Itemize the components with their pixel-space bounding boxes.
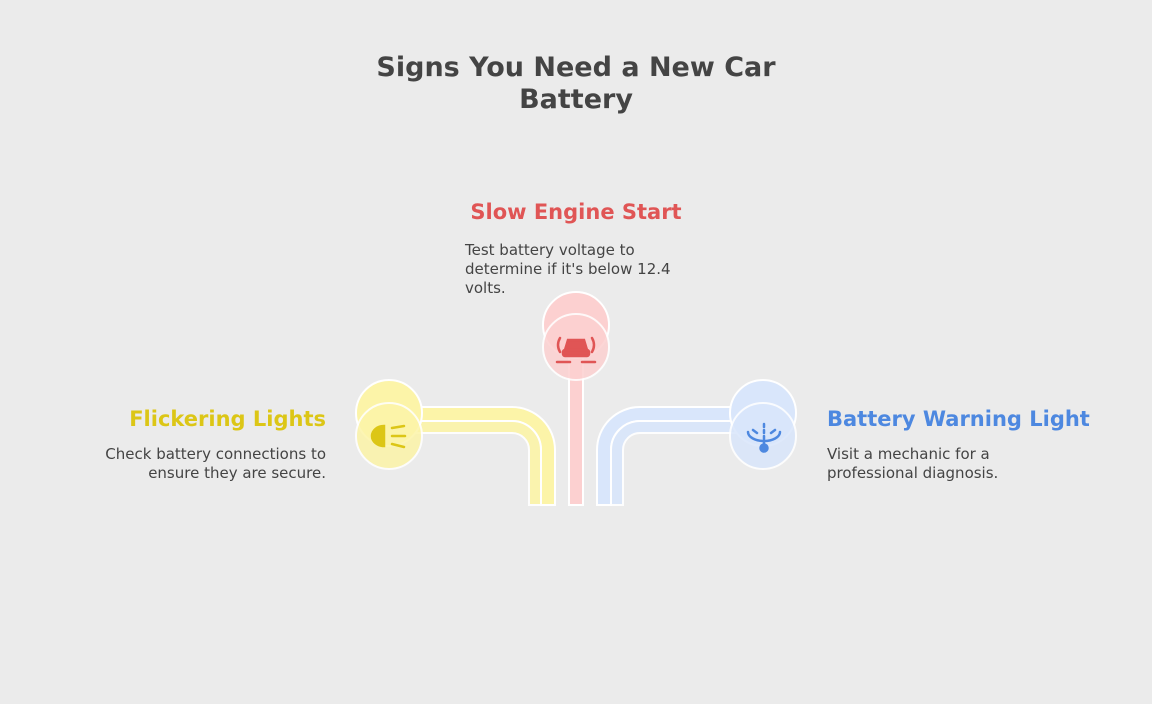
slow-node — [542, 291, 610, 381]
flickering-lights-heading: Flickering Lights — [129, 407, 326, 431]
battery-warning-description: Visit a mechanic for a professional diag… — [827, 445, 999, 482]
slow-engine-description: Test battery voltage to determine if it'… — [465, 241, 671, 297]
slow-engine-heading: Slow Engine Start — [470, 200, 682, 224]
page-title: Signs You Need a New Car Battery — [376, 52, 776, 115]
flicker-node — [355, 379, 423, 470]
car-icon — [555, 336, 597, 364]
battery-warning-heading: Battery Warning Light — [827, 407, 1090, 431]
flickering-lights-description: Check battery connections to ensure they… — [105, 445, 326, 482]
warning-node — [729, 379, 797, 470]
headlight-icon — [370, 424, 407, 449]
flicker-connector — [404, 406, 556, 506]
warning-connector — [596, 406, 748, 506]
warning-light-icon — [746, 422, 782, 453]
